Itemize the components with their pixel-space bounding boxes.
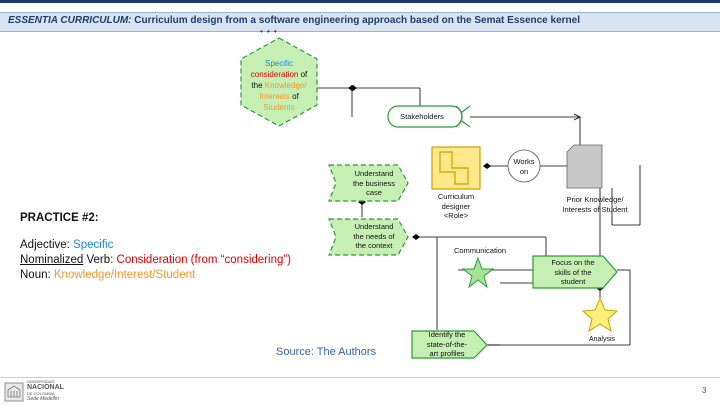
is-line-3: art profiles — [429, 349, 465, 358]
logo-line-4: Sede Medellín — [27, 396, 59, 402]
university-seal-icon — [4, 382, 24, 402]
verb-label: Verb: — [83, 254, 117, 266]
slide-title: ESSENTIA CURRICULUM: Curriculum design f… — [8, 12, 580, 30]
works-on-circle[interactable] — [507, 149, 541, 183]
un-line-2: the needs of — [353, 231, 395, 241]
wo-line-2: on — [519, 166, 529, 176]
prior-knowledge-shape[interactable] — [566, 144, 603, 189]
slide-title-rest: Curriculum design from a software engine… — [131, 15, 580, 26]
slide-title-italic: ESSENTIA CURRICULUM: — [8, 15, 132, 26]
diamond-4 — [412, 234, 420, 240]
practice-title: PRACTICE #2: — [20, 212, 99, 224]
noun-line: Noun: Knowledge/Interest/Student — [20, 268, 340, 283]
focus-skills-shape[interactable] — [532, 255, 618, 289]
header-band — [0, 12, 720, 32]
prior-knowledge-label: Prior Knowledge/ Interests of Student — [545, 195, 645, 214]
cd-line-3: <Role> — [443, 211, 469, 220]
is-line-2: state-of-the- — [426, 339, 468, 349]
understand-business-label: Understand the business case — [340, 169, 408, 198]
hex-line-4: Interests of — [243, 91, 315, 102]
arrowhead-1 — [573, 113, 581, 121]
hex-consideration: consideration — [250, 70, 299, 79]
understand-business-shape[interactable] — [328, 164, 409, 202]
ub-line-1: Understand — [354, 169, 394, 178]
hexagon-label: Specific consideration of the Knowledge/… — [243, 58, 315, 113]
identify-state-shape[interactable] — [411, 330, 488, 359]
adjective-value: Specific — [73, 239, 114, 251]
hex-line-2: consideration of — [243, 69, 315, 80]
hex-line-1: Specific — [264, 59, 293, 68]
ub-line-2: the business — [352, 178, 396, 188]
fs-line-2: skills of the — [554, 267, 592, 277]
noun-value: Knowledge/Interest/Student — [53, 269, 196, 281]
cd-line-1: Curriculum — [437, 192, 475, 201]
logo-line-1: UNIVERSIDAD — [27, 379, 55, 384]
communication-star[interactable] — [461, 256, 495, 289]
top-accent-line — [0, 0, 720, 3]
un-line-1: Understand — [354, 222, 394, 231]
hex-of: of — [298, 70, 308, 79]
fs-line-1: Focus on the — [551, 258, 595, 267]
works-on-label: Works on — [508, 157, 540, 176]
logo-line-3: DE COLOMBIA — [27, 391, 55, 396]
fs-line-3: student — [560, 277, 586, 286]
ub-line-3: case — [366, 188, 382, 197]
hexagon-shape[interactable] — [240, 37, 318, 127]
hex-interests: Interests — [259, 92, 290, 101]
nominalized-label: Nominalized — [20, 254, 84, 266]
footer-divider — [0, 377, 720, 378]
slide-number: 3 — [702, 386, 707, 395]
understand-needs-label: Understand the needs of the context — [340, 222, 408, 251]
practice-panel: PRACTICE #2: Adjective: Specific Nominal… — [20, 212, 340, 283]
university-logo: UNIVERSIDAD NACIONAL DE COLOMBIA Sede Me… — [4, 379, 94, 404]
header-dots-top: • • • — [342, 0, 360, 5]
header-dots-bottom: • • • — [260, 27, 278, 36]
wo-line-1: Works — [513, 157, 535, 166]
analysis-label: Analysis — [588, 336, 616, 343]
curriculum-designer-icon — [439, 151, 469, 185]
pk-line-2: Interests of Student — [562, 204, 628, 214]
hex-knowledge: Knowledge/ — [264, 81, 307, 90]
source-caption: Source: The Authors — [276, 346, 377, 358]
adjective-label: Adjective: — [20, 239, 74, 251]
verb-value: Consideration (from “considering”) — [116, 254, 292, 266]
pk-line-1: Prior Knowledge/ — [566, 195, 624, 204]
is-line-1: Identify the — [428, 330, 466, 339]
un-line-3: the context — [355, 241, 393, 250]
hex-line-5: Students — [263, 103, 295, 112]
diamond-3 — [483, 163, 491, 169]
diamond-1 — [349, 85, 357, 91]
identify-state-label: Identify the state-of-the- art profiles — [414, 330, 480, 359]
analysis-star[interactable] — [581, 296, 619, 333]
cd-line-2: designer — [441, 201, 471, 211]
communication-label: Communication — [453, 246, 507, 255]
stakeholders-claw — [455, 105, 471, 128]
hex-the: the — [251, 81, 265, 90]
verb-line: Nominalized Verb: Consideration (from “c… — [20, 253, 340, 268]
understand-needs-shape[interactable] — [328, 218, 409, 256]
hex-of-2: of — [289, 92, 299, 101]
focus-skills-label: Focus on the skills of the student — [536, 258, 610, 287]
curriculum-designer-label: Curriculum designer <Role> — [420, 192, 492, 221]
hex-line-3: the Knowledge/ — [243, 80, 315, 91]
noun-label: Noun: — [20, 269, 54, 281]
adjective-line: Adjective: Specific — [20, 238, 340, 253]
stakeholders-label: Stakeholders — [400, 112, 444, 121]
logo-line-2: NACIONAL — [27, 384, 64, 391]
